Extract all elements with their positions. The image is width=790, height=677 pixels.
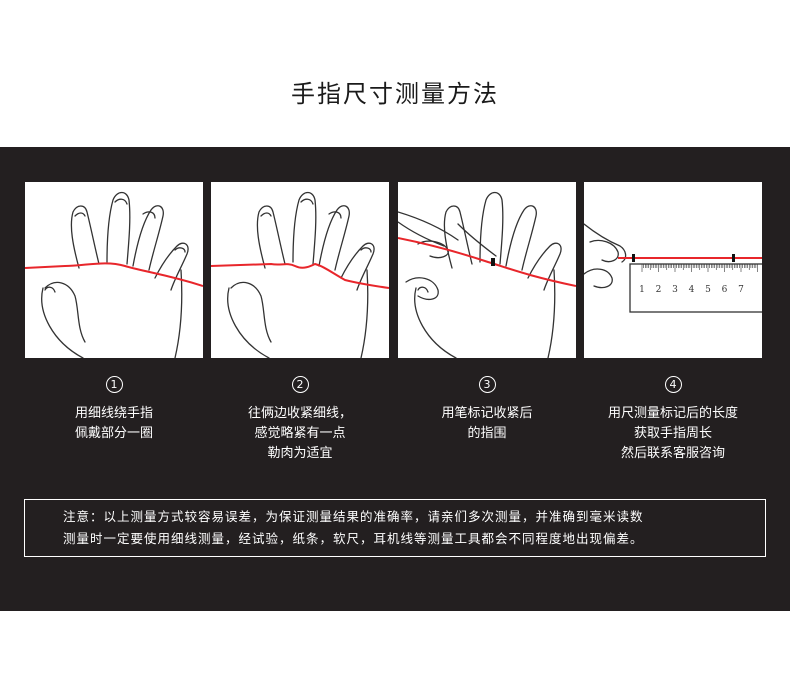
ruler-tick-label: 1 xyxy=(639,285,645,295)
note-line: 测量时一定要使用细线测量，经试验，纸条，软尺，耳机线等测量工具都会不同程度地出现… xyxy=(63,528,755,550)
step-2-illustration xyxy=(211,182,389,358)
ruler-tick-label: 3 xyxy=(672,285,678,295)
step-2-number: 2 xyxy=(211,376,389,393)
measurement-note: 注意：以上测量方式较容易误差，为保证测量结果的准确率，请亲们多次测量，并准确到毫… xyxy=(24,499,766,557)
step-1-description: 用细线绕手指 佩戴部分一圈 xyxy=(25,404,203,444)
step-3-illustration xyxy=(398,182,576,358)
page-title: 手指尺寸测量方法 xyxy=(0,74,790,109)
step-1-number: 1 xyxy=(25,376,203,393)
ruler-tick-label: 5 xyxy=(705,285,711,295)
step-1-illustration xyxy=(25,182,203,358)
ruler-tick-label: 2 xyxy=(656,285,662,295)
step-2-description: 往俩边收紧细线， 感觉略紧有一点 勒肉为适宜 xyxy=(211,404,389,464)
step-3-number: 3 xyxy=(398,376,576,393)
ruler-tick-label: 6 xyxy=(722,285,728,295)
note-line: 注意：以上测量方式较容易误差，为保证测量结果的准确率，请亲们多次测量，并准确到毫… xyxy=(63,506,755,528)
step-4-number: 4 xyxy=(584,376,762,393)
ruler-tick-label: 4 xyxy=(689,285,695,295)
ruler-tick-label: 7 xyxy=(738,285,744,295)
step-4-description: 用尺测量标记后的长度 获取手指周长 然后联系客服咨询 xyxy=(584,404,762,464)
step-3-description: 用笔标记收紧后 的指围 xyxy=(398,404,576,444)
